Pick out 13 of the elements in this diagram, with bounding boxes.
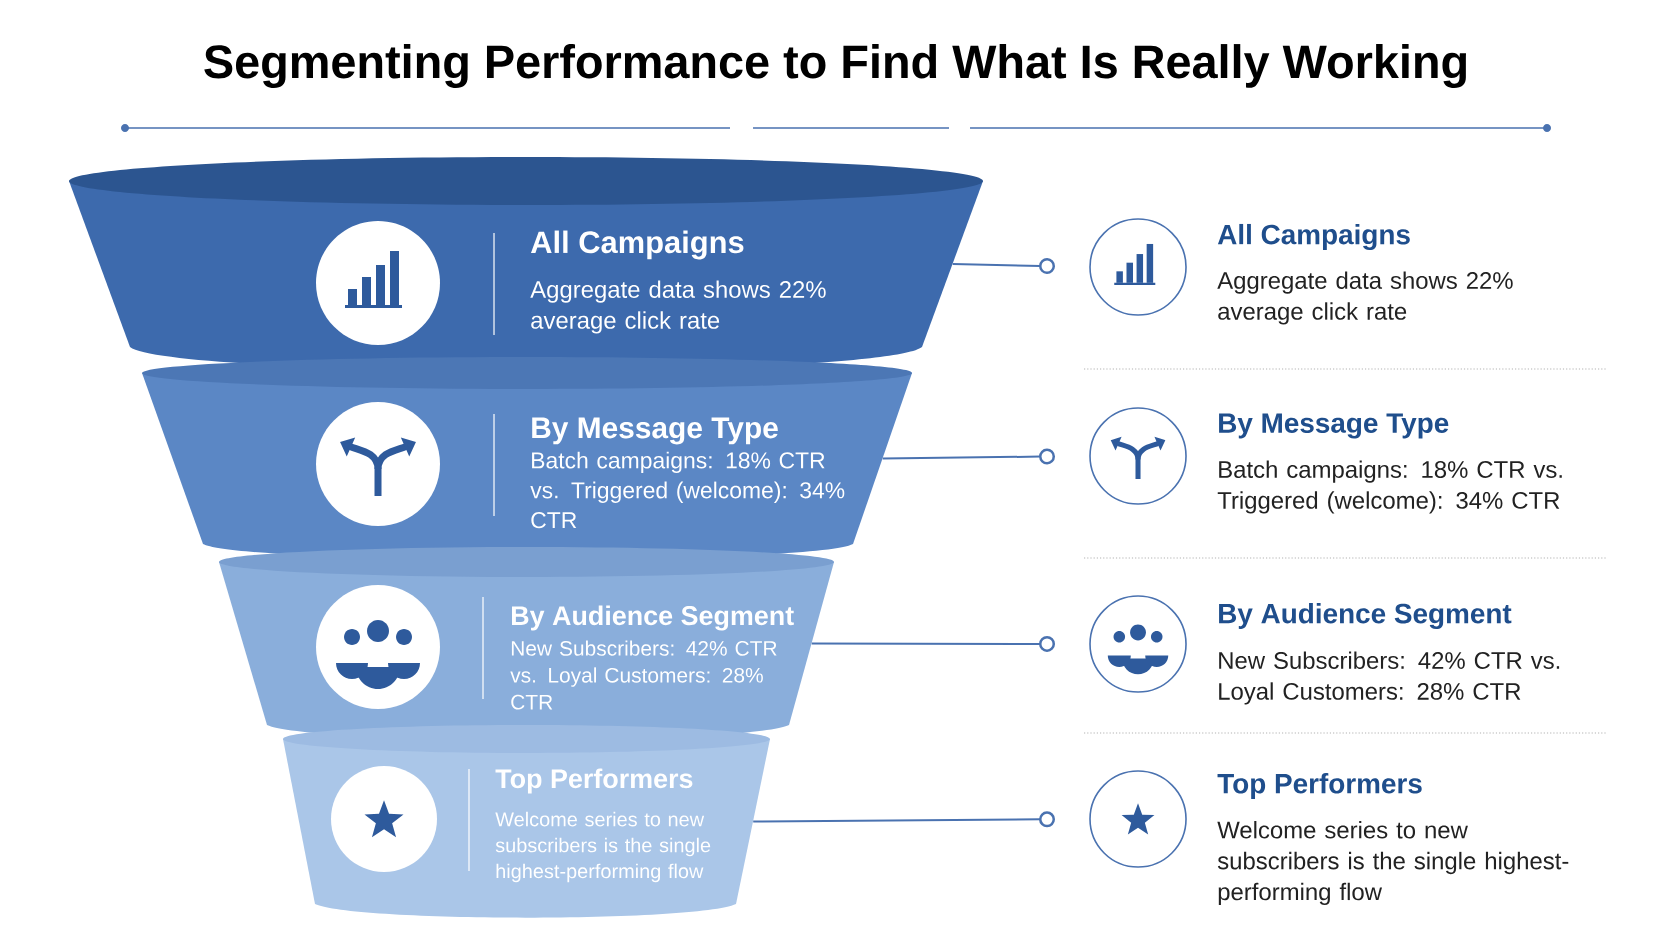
heading: Top Performers (1217, 773, 1422, 799)
connector-line (810, 635, 1055, 652)
description: Batch campaigns: 18% CTR vs. Triggered (welcome): 34% CTR (1217, 460, 1562, 514)
description: Aggregate data shows 22% average click rate (1217, 271, 1513, 325)
connector-line (752, 811, 1055, 828)
heading: By Audience Segment (1219, 602, 1512, 630)
description: New Subscribers: 42% CTR vs. Loyal Customers: 28% CTR (1219, 651, 1560, 705)
description: Welcome series to new subscribers is the single highest-performing flow (1217, 821, 1569, 906)
connector-line (881, 448, 1055, 465)
connector-line (951, 258, 1055, 275)
heading: All Campaigns (1217, 223, 1410, 251)
heading: By Message Type (1219, 413, 1449, 439)
title: Segmenting Performance to Find What Is Really Working (204, 44, 1466, 88)
